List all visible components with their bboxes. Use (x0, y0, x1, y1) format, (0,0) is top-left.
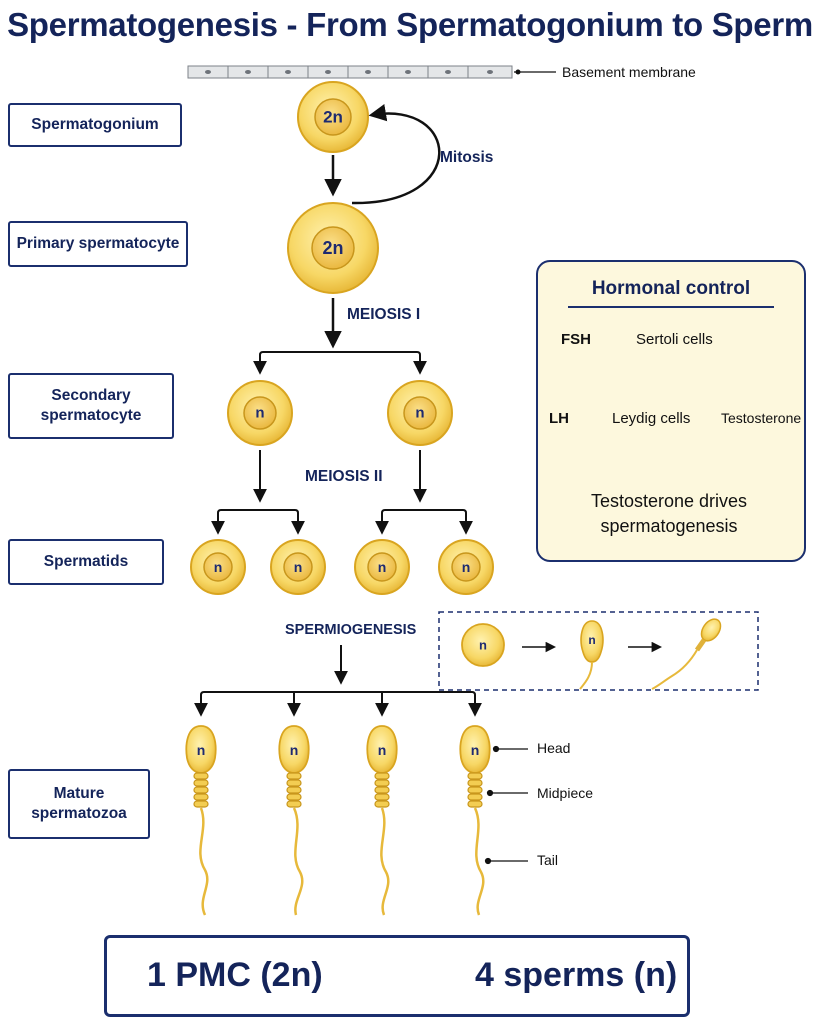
stage-label: Primary spermatocyte (16, 234, 180, 252)
ploidy-label: n (588, 633, 595, 647)
stage-label: Spermatids (43, 552, 129, 570)
stage-label-line2: spermatocyte (40, 407, 142, 424)
spermatid-cell: n (270, 539, 326, 595)
meiosis-2-branch (217, 509, 299, 530)
leydig-cells-label: Leydig cells (612, 410, 691, 427)
spermatozoon: n (459, 725, 491, 916)
ploidy-label: 2n (322, 238, 343, 258)
spermiogenesis-label: SPERMIOGENESIS (285, 622, 417, 638)
tail-label: Tail (537, 852, 559, 868)
inset-developing-sperm: n (579, 620, 604, 690)
basement-membrane-label: Basement membrane (562, 64, 696, 80)
stage-spermatids: Spermatids (8, 539, 164, 585)
meiosis-1-label: MEIOSIS I (347, 306, 421, 323)
meiosis-1-branch (259, 351, 421, 370)
meiosis-2-label: MEIOSIS II (305, 468, 383, 485)
ploidy-label: n (214, 559, 223, 575)
sperm-part-pointers (484, 745, 528, 865)
ploidy-label: n (462, 559, 471, 575)
testosterone-drives-line1: Testosterone drives (590, 491, 748, 511)
page-title: Spermatogenesis - From Spermatogonium to… (7, 6, 813, 43)
basement-membrane (187, 65, 556, 79)
spermiogenesis-inset: n n (438, 611, 759, 691)
ploidy-label: n (294, 559, 303, 575)
secondary-spermatocyte-cell: n (387, 380, 453, 446)
stage-label-line2: spermatozoa (31, 805, 127, 822)
sertoli-cells-label: Sertoli cells (636, 331, 713, 348)
testosterone-drives-line2: spermatogenesis (600, 516, 738, 536)
ploidy-label: n (479, 638, 487, 653)
ploidy-label: n (197, 742, 206, 758)
stage-mature-spermatozoa: Mature spermatozoa (8, 769, 150, 839)
spermatid-cell: n (354, 539, 410, 595)
spermatozoon: n (278, 725, 310, 916)
ploidy-label: n (471, 742, 480, 758)
inset-spermatid: n (461, 623, 505, 667)
spermatid-cell: n (438, 539, 494, 595)
summary-pmc: 1 PMC (2n) (147, 956, 323, 994)
summary-sperms: 4 sperms (n) (475, 956, 678, 994)
head-label: Head (537, 740, 571, 756)
stage-primary-spermatocyte: Primary spermatocyte (8, 221, 188, 267)
stage-label-line1: Secondary (51, 386, 131, 404)
hormonal-control-panel: Hormonal control (536, 260, 806, 562)
stage-label: Spermatogonium (31, 115, 159, 133)
primary-spermatocyte-cell: 2n (287, 202, 379, 294)
ploidy-label: n (255, 405, 264, 422)
spermatozoon: n (366, 725, 398, 916)
secondary-spermatocyte-cell: n (227, 380, 293, 446)
inset-mature-sperm (651, 618, 722, 690)
lh-label: LH (549, 410, 569, 427)
mitosis-label: Mitosis (440, 149, 494, 166)
summary-box: 1 PMC (2n) 4 sperms (n) (104, 935, 690, 1017)
ploidy-label: n (415, 405, 424, 422)
fsh-label: FSH (561, 331, 591, 348)
midpiece-label: Midpiece (537, 785, 594, 801)
hormonal-control-title: Hormonal control (591, 278, 751, 299)
spermiogenesis-branch (200, 691, 476, 712)
mitosis-arrow (351, 104, 441, 205)
stage-label-line1: Mature (53, 784, 105, 802)
ploidy-label: 2n (323, 108, 343, 127)
title-rule (568, 306, 774, 308)
spermatid-cell: n (190, 539, 246, 595)
stage-secondary-spermatocyte: Secondary spermatocyte (8, 373, 174, 439)
stage-spermatogonium: Spermatogonium (8, 103, 182, 147)
spermatogonium-cell: 2n (297, 81, 369, 153)
ploidy-label: n (378, 742, 387, 758)
spermatozoon: n (185, 725, 217, 916)
meiosis-2-branch (381, 509, 467, 530)
testosterone-label: Testosterone (721, 410, 802, 426)
ploidy-label: n (378, 559, 387, 575)
ploidy-label: n (290, 742, 299, 758)
